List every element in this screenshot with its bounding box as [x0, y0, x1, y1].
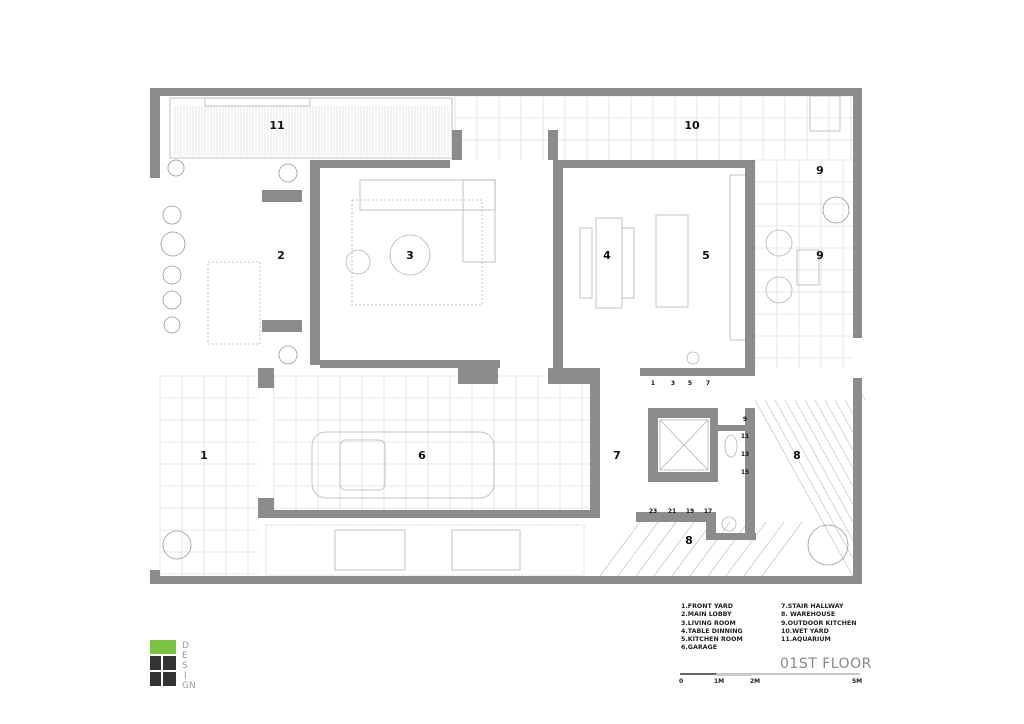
legend-item: 11.AQUARIUM	[781, 636, 831, 644]
stair-step-number: 3	[671, 380, 675, 387]
stair-step-number: 5	[688, 380, 692, 387]
legend-item: 8. WAREHOUSE	[781, 611, 836, 619]
stair-step-number: 13	[741, 451, 749, 458]
svg-text:GN: GN	[182, 681, 196, 691]
legend-item: 4.TABLE DINNING	[681, 627, 743, 635]
grid-line	[743, 521, 785, 577]
floor-title: 01ST FLOOR	[780, 656, 872, 672]
room-label-table-dining: 4	[603, 249, 611, 262]
room-label-main-lobby: 2	[277, 249, 285, 262]
room-label-outdoor-kitchen: 9	[816, 249, 824, 262]
scale-label: 2M	[750, 678, 761, 685]
legend-right: 7.STAIR HALLWAY 8. WAREHOUSE 9.OUTDOOR K…	[781, 603, 857, 644]
room-label-stair-hallway: 7	[613, 449, 621, 462]
room-label-warehouse: 8	[793, 449, 801, 462]
room-label-front-yard: 1	[200, 449, 208, 462]
svg-text:I: I	[184, 671, 187, 681]
room-label-warehouse: 8	[685, 534, 693, 547]
grid-line	[794, 399, 856, 509]
stair-step-number: 21	[668, 508, 676, 515]
svg-text:E: E	[182, 651, 188, 661]
room-label-garage: 6	[418, 449, 426, 462]
grid-line	[689, 521, 731, 577]
legend-item: 3.LIVING ROOM	[681, 619, 736, 627]
grid-line	[761, 521, 803, 577]
stair-step-number: 11	[741, 433, 749, 440]
legend-item: 6.GARAGE	[681, 644, 718, 652]
grid-line	[617, 521, 659, 577]
legend-item: 7.STAIR HALLWAY	[781, 603, 844, 610]
room-label-outdoor-kitchen: 9	[816, 164, 824, 177]
grid-line	[814, 399, 856, 473]
stair-step-number: 23	[649, 508, 657, 515]
legend-item: 2.MAIN LOBBY	[681, 611, 732, 619]
stair-step-number: 15	[741, 469, 749, 476]
room-label-living-room: 3	[406, 249, 414, 262]
svg-text:S: S	[182, 661, 188, 671]
stair-step-number: 17	[704, 508, 712, 515]
grid-line	[774, 399, 856, 545]
stair-step-number: 7	[706, 380, 710, 387]
grid-line	[707, 521, 749, 577]
room-label-kitchen-room: 5	[702, 249, 710, 262]
hatch-warehouse	[599, 381, 866, 581]
scale-label: 5M	[852, 678, 863, 685]
scale-bar	[680, 673, 860, 676]
grid-line	[804, 399, 856, 491]
plants	[160, 159, 850, 566]
room-labels: 11 10 9 9 2 3 4 5 1 6 7 8 8	[200, 119, 824, 547]
grid-line	[635, 521, 677, 577]
legend-item: 10.WET YARD	[781, 627, 829, 635]
walls	[150, 88, 862, 584]
grid-line	[653, 521, 695, 577]
furniture	[169, 95, 841, 576]
grid-line	[599, 521, 641, 577]
scale-label: 1M	[714, 678, 725, 685]
grid-line	[784, 399, 856, 527]
grid-line	[671, 521, 713, 577]
grid-line	[754, 399, 856, 581]
stair-step-number: 1	[651, 380, 655, 387]
room-label-aquarium: 11	[269, 119, 284, 132]
grid-line	[764, 399, 856, 563]
room-label-wet-yard: 10	[684, 119, 700, 132]
legend-item: 9.OUTDOOR KITCHEN	[781, 619, 857, 627]
logo: D E S I GN	[150, 640, 196, 691]
legend-item: 1.FRONT YARD	[681, 603, 733, 610]
stair-step-number: 9	[743, 416, 747, 423]
scale-label: 0	[679, 678, 684, 685]
stair-step-number: 19	[686, 508, 694, 515]
grid-line	[824, 399, 856, 455]
legend-left: 1.FRONT YARD 2.MAIN LOBBY 3.LIVING ROOM …	[681, 603, 743, 653]
stair-numbers: 1 3 5 7 9 11 13 15 23 21 19 17	[649, 380, 749, 515]
legend-item: 5.KITCHEN ROOM	[681, 636, 743, 644]
grid-line	[725, 521, 767, 577]
grid-line	[834, 399, 856, 437]
svg-text:D: D	[182, 641, 189, 651]
